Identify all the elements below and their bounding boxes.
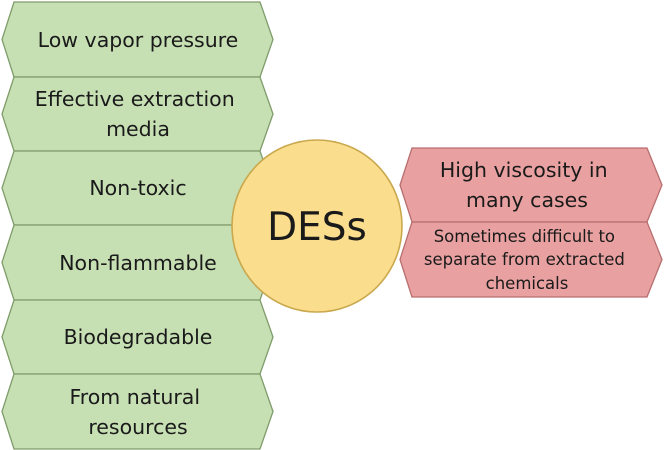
advantage-item-2: Effective extraction media bbox=[1, 76, 274, 152]
center-label: DESs bbox=[267, 205, 367, 250]
disadvantage-label-1: High viscosity in many cases bbox=[440, 158, 614, 212]
advantage-label-2: Effective extraction media bbox=[35, 87, 241, 141]
advantage-label-4: Non-flammable bbox=[59, 251, 217, 275]
disadvantage-item-1: High viscosity in many cases bbox=[399, 147, 663, 223]
advantage-label-3: Non-toxic bbox=[89, 176, 186, 200]
advantage-item-6: From natural resources bbox=[1, 373, 274, 450]
advantage-item-5: Biodegradable bbox=[1, 299, 274, 375]
disadvantage-label-2: Sometimes difficult to separate from ext… bbox=[424, 227, 630, 293]
advantage-item-1: Low vapor pressure bbox=[1, 1, 274, 78]
advantage-label-6: From natural resources bbox=[69, 385, 206, 439]
center-node: DESs bbox=[231, 139, 403, 313]
disadvantage-item-2: Sometimes difficult to separate from ext… bbox=[399, 221, 663, 298]
advantage-item-4: Non-flammable bbox=[1, 224, 274, 301]
advantage-label-1: Low vapor pressure bbox=[38, 28, 239, 52]
advantage-label-5: Biodegradable bbox=[64, 325, 213, 349]
